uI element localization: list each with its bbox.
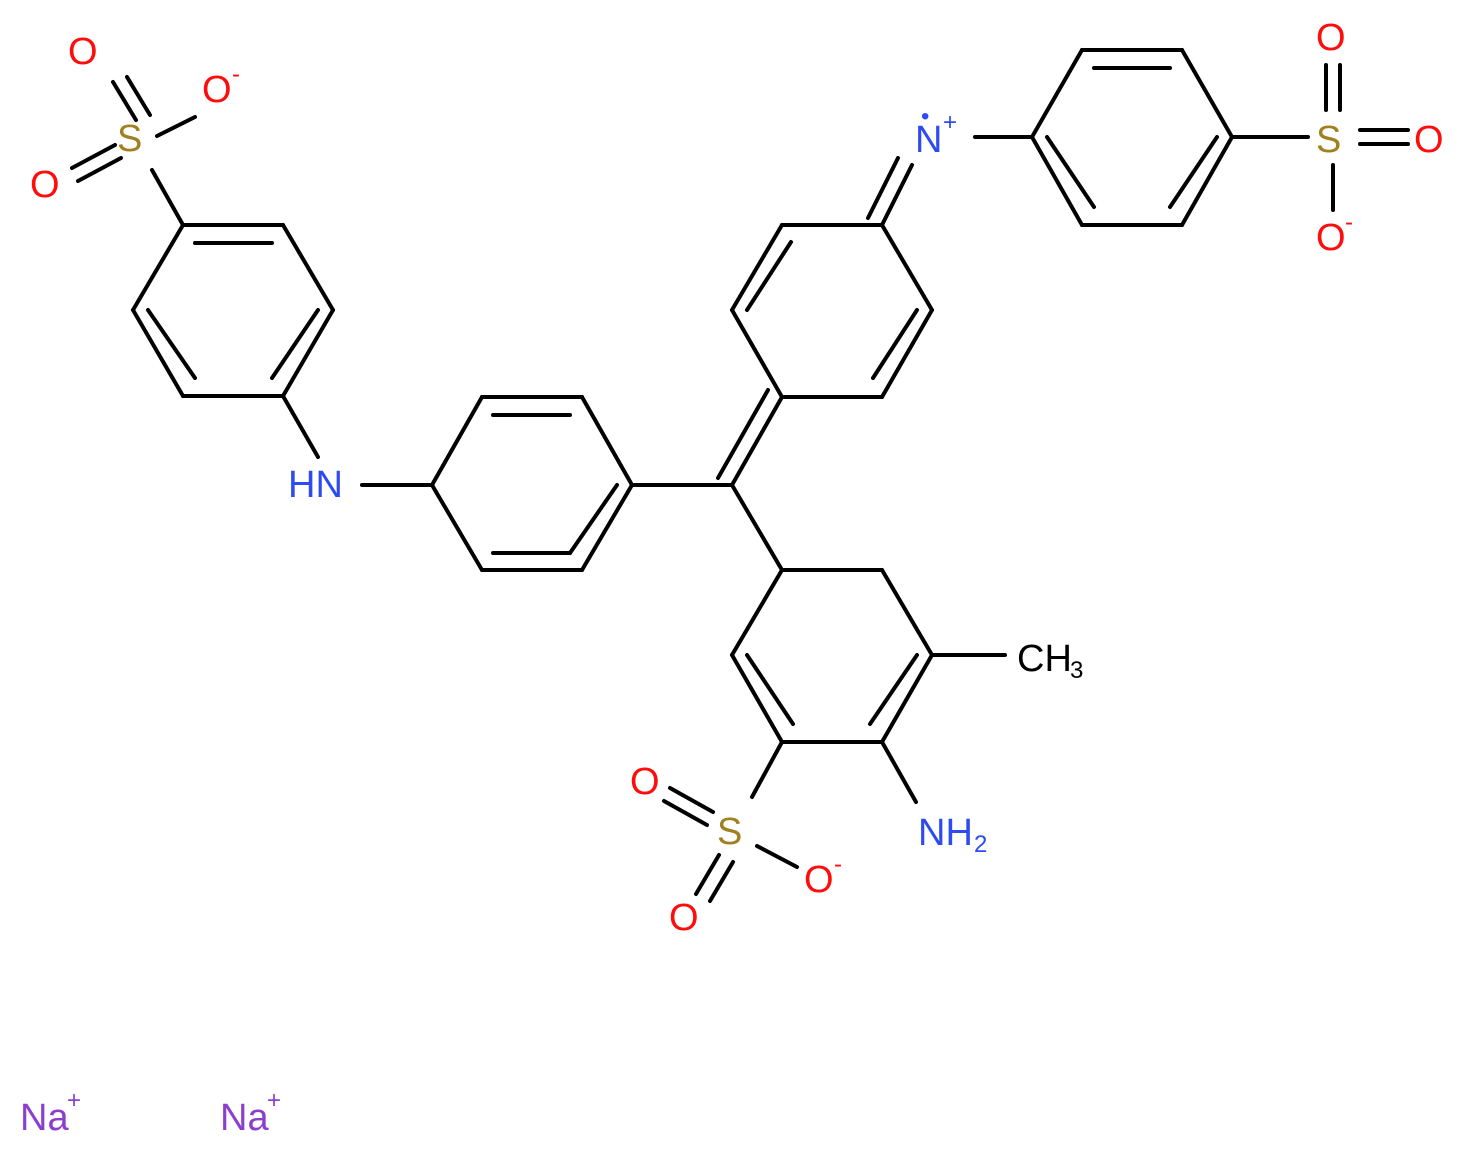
bond	[281, 308, 335, 398]
bond-inner	[270, 308, 320, 380]
bond-inner	[871, 308, 919, 380]
amino-subscript: 2	[974, 831, 987, 858]
bond-inner	[146, 308, 197, 380]
methyl-label: CH	[1017, 638, 1072, 680]
bond	[131, 223, 185, 312]
sodium-ion-1: Na	[20, 1097, 69, 1139]
s3-oxygen-a: O	[630, 761, 660, 803]
iminium-radical: •	[921, 103, 929, 130]
sodium-ion-2-charge: +	[267, 1087, 281, 1114]
bond	[281, 394, 320, 459]
bond	[131, 308, 185, 398]
bond-inner	[745, 240, 793, 312]
bond	[730, 223, 784, 312]
bond	[880, 308, 934, 399]
iminium-nitrogen: N	[915, 119, 942, 161]
bond	[694, 853, 721, 896]
bond	[70, 143, 117, 170]
s2-label: S	[1316, 119, 1341, 161]
s1-oxygen-a: O	[68, 31, 98, 73]
bond	[1180, 135, 1234, 227]
methyl-subscript: 3	[1070, 657, 1083, 684]
sodium-ion-1-charge: +	[67, 1087, 81, 1114]
bond	[730, 568, 784, 657]
bond	[750, 740, 784, 799]
bond	[430, 483, 484, 572]
bond	[668, 786, 715, 814]
bond	[880, 163, 914, 227]
bond	[580, 483, 634, 572]
bond	[880, 223, 934, 312]
bond-inner	[745, 653, 795, 726]
s2-oxygen-minus: O	[1316, 217, 1346, 259]
bond	[880, 740, 918, 804]
bond-inner	[1168, 135, 1219, 209]
s1-oxygen-minus: O	[202, 69, 232, 111]
s1-charge: -	[232, 61, 240, 88]
bond	[708, 860, 735, 903]
s1-label: S	[117, 118, 142, 160]
bond	[880, 568, 934, 657]
bond	[716, 388, 770, 480]
bond-inner	[568, 483, 619, 555]
s3-oxygen-b: O	[669, 897, 699, 939]
bond	[111, 80, 138, 122]
s3-oxygen-minus: O	[804, 859, 834, 901]
bond	[662, 799, 709, 827]
bond-inner	[868, 653, 919, 726]
bond	[755, 844, 799, 869]
bond	[150, 168, 185, 227]
bond	[1030, 135, 1084, 227]
bond	[125, 75, 152, 117]
bond	[430, 395, 484, 487]
bond-inner	[1045, 135, 1096, 209]
bond	[281, 223, 335, 312]
bond	[76, 156, 123, 183]
s2-oxygen-b: O	[1414, 119, 1444, 161]
bond	[880, 653, 934, 744]
bond	[155, 115, 197, 138]
s2-charge: -	[1345, 209, 1353, 236]
amino-label: NH	[918, 812, 973, 854]
bond	[580, 395, 634, 487]
s1-oxygen-b: O	[30, 164, 60, 206]
s3-label: S	[717, 811, 742, 853]
bond	[1180, 48, 1234, 139]
bond	[1030, 48, 1084, 139]
bond-lines	[70, 48, 1410, 903]
bond	[730, 308, 784, 399]
bond	[730, 653, 784, 744]
iminium-charge: +	[943, 109, 957, 136]
bond	[730, 483, 784, 572]
nh-bridge-label: HN	[288, 464, 343, 506]
bond	[730, 395, 784, 487]
sodium-ion-2: Na	[220, 1097, 269, 1139]
bond	[866, 156, 900, 220]
s2-oxygen-a: O	[1316, 17, 1346, 59]
s3-charge: -	[834, 851, 842, 878]
